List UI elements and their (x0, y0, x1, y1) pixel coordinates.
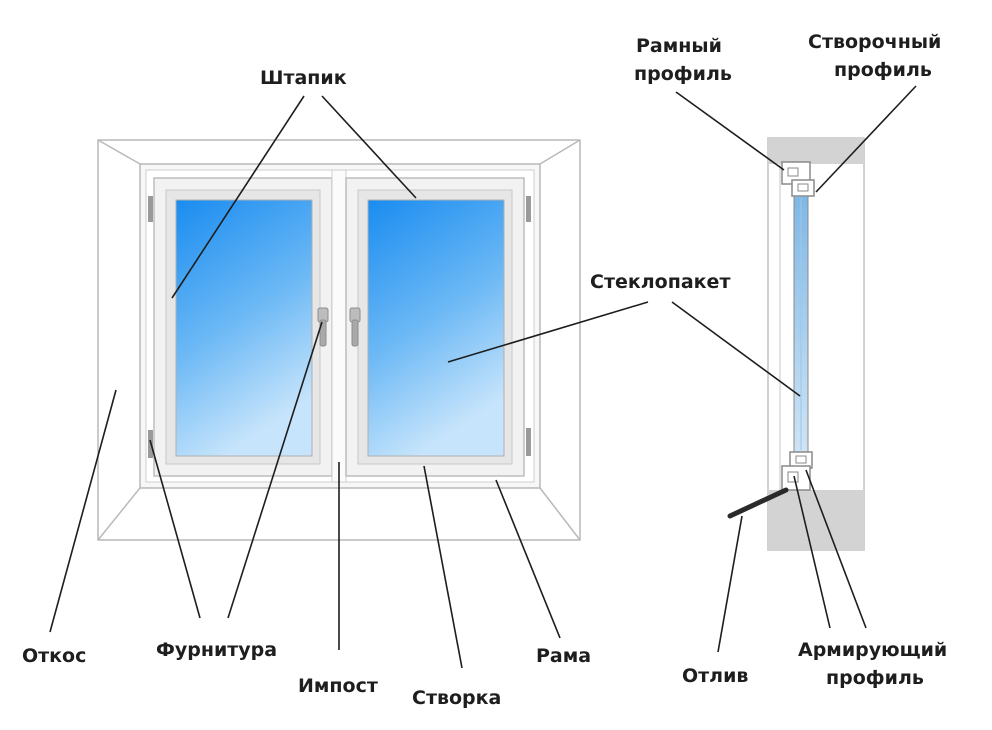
reveal-corner-tr (539, 139, 581, 165)
leader-stvorka (423, 465, 463, 669)
label-armir-line1: Армирующий (798, 639, 947, 661)
leader-shtapik-left (171, 95, 305, 299)
hinge-left-top (148, 196, 153, 222)
reveal-corner-br (539, 487, 581, 541)
impost (331, 169, 347, 483)
leader-rama (495, 479, 561, 639)
leader-stvorochny (815, 85, 917, 193)
leader-armir-1 (793, 475, 831, 629)
window-section-view (727, 137, 865, 551)
label-steklopaket: Стеклопакет (590, 271, 730, 293)
leader-ramny (675, 91, 785, 171)
label-impost: Импост (298, 675, 378, 697)
leader-steklopaket-right (671, 301, 801, 397)
section-drip-sill (727, 487, 789, 519)
label-ramny-line1: Рамный (636, 35, 722, 57)
glass-right (367, 199, 505, 457)
leader-steklopaket-left (447, 301, 649, 363)
section-frame-profile-top (781, 161, 815, 197)
reveal-corner-bl (97, 487, 141, 541)
wall-top (768, 138, 864, 164)
wall-bottom (768, 490, 864, 550)
leader-otkos (49, 389, 117, 633)
label-rama: Рама (536, 645, 591, 667)
label-stvorochny-line2: профиль (834, 59, 932, 81)
leader-furnitura-right (227, 321, 323, 619)
leader-otliv (717, 515, 743, 653)
leader-lines (49, 85, 917, 669)
glass-left (175, 199, 313, 457)
labels: Штапик Рамный профиль Створочный профиль… (22, 31, 947, 709)
label-otkos: Откос (22, 645, 86, 667)
label-shtapik: Штапик (260, 67, 347, 89)
window-front-view (97, 139, 581, 541)
label-otliv: Отлив (682, 665, 748, 687)
label-stvorochny-line1: Створочный (808, 31, 941, 53)
leader-furnitura-left (149, 439, 201, 619)
handle-right-icon (349, 307, 361, 347)
leader-armir-2 (805, 469, 867, 629)
hinge-right-bottom (526, 428, 531, 456)
hinge-right-top (526, 196, 531, 222)
reveal-corner-tl (97, 139, 141, 165)
label-armir-line2: профиль (826, 667, 924, 689)
label-furnitura: Фурнитура (156, 639, 277, 661)
label-stvorka: Створка (412, 687, 501, 709)
handle-left-icon (317, 307, 329, 347)
leader-shtapik-right (321, 95, 417, 199)
label-ramny-line2: профиль (634, 63, 732, 85)
